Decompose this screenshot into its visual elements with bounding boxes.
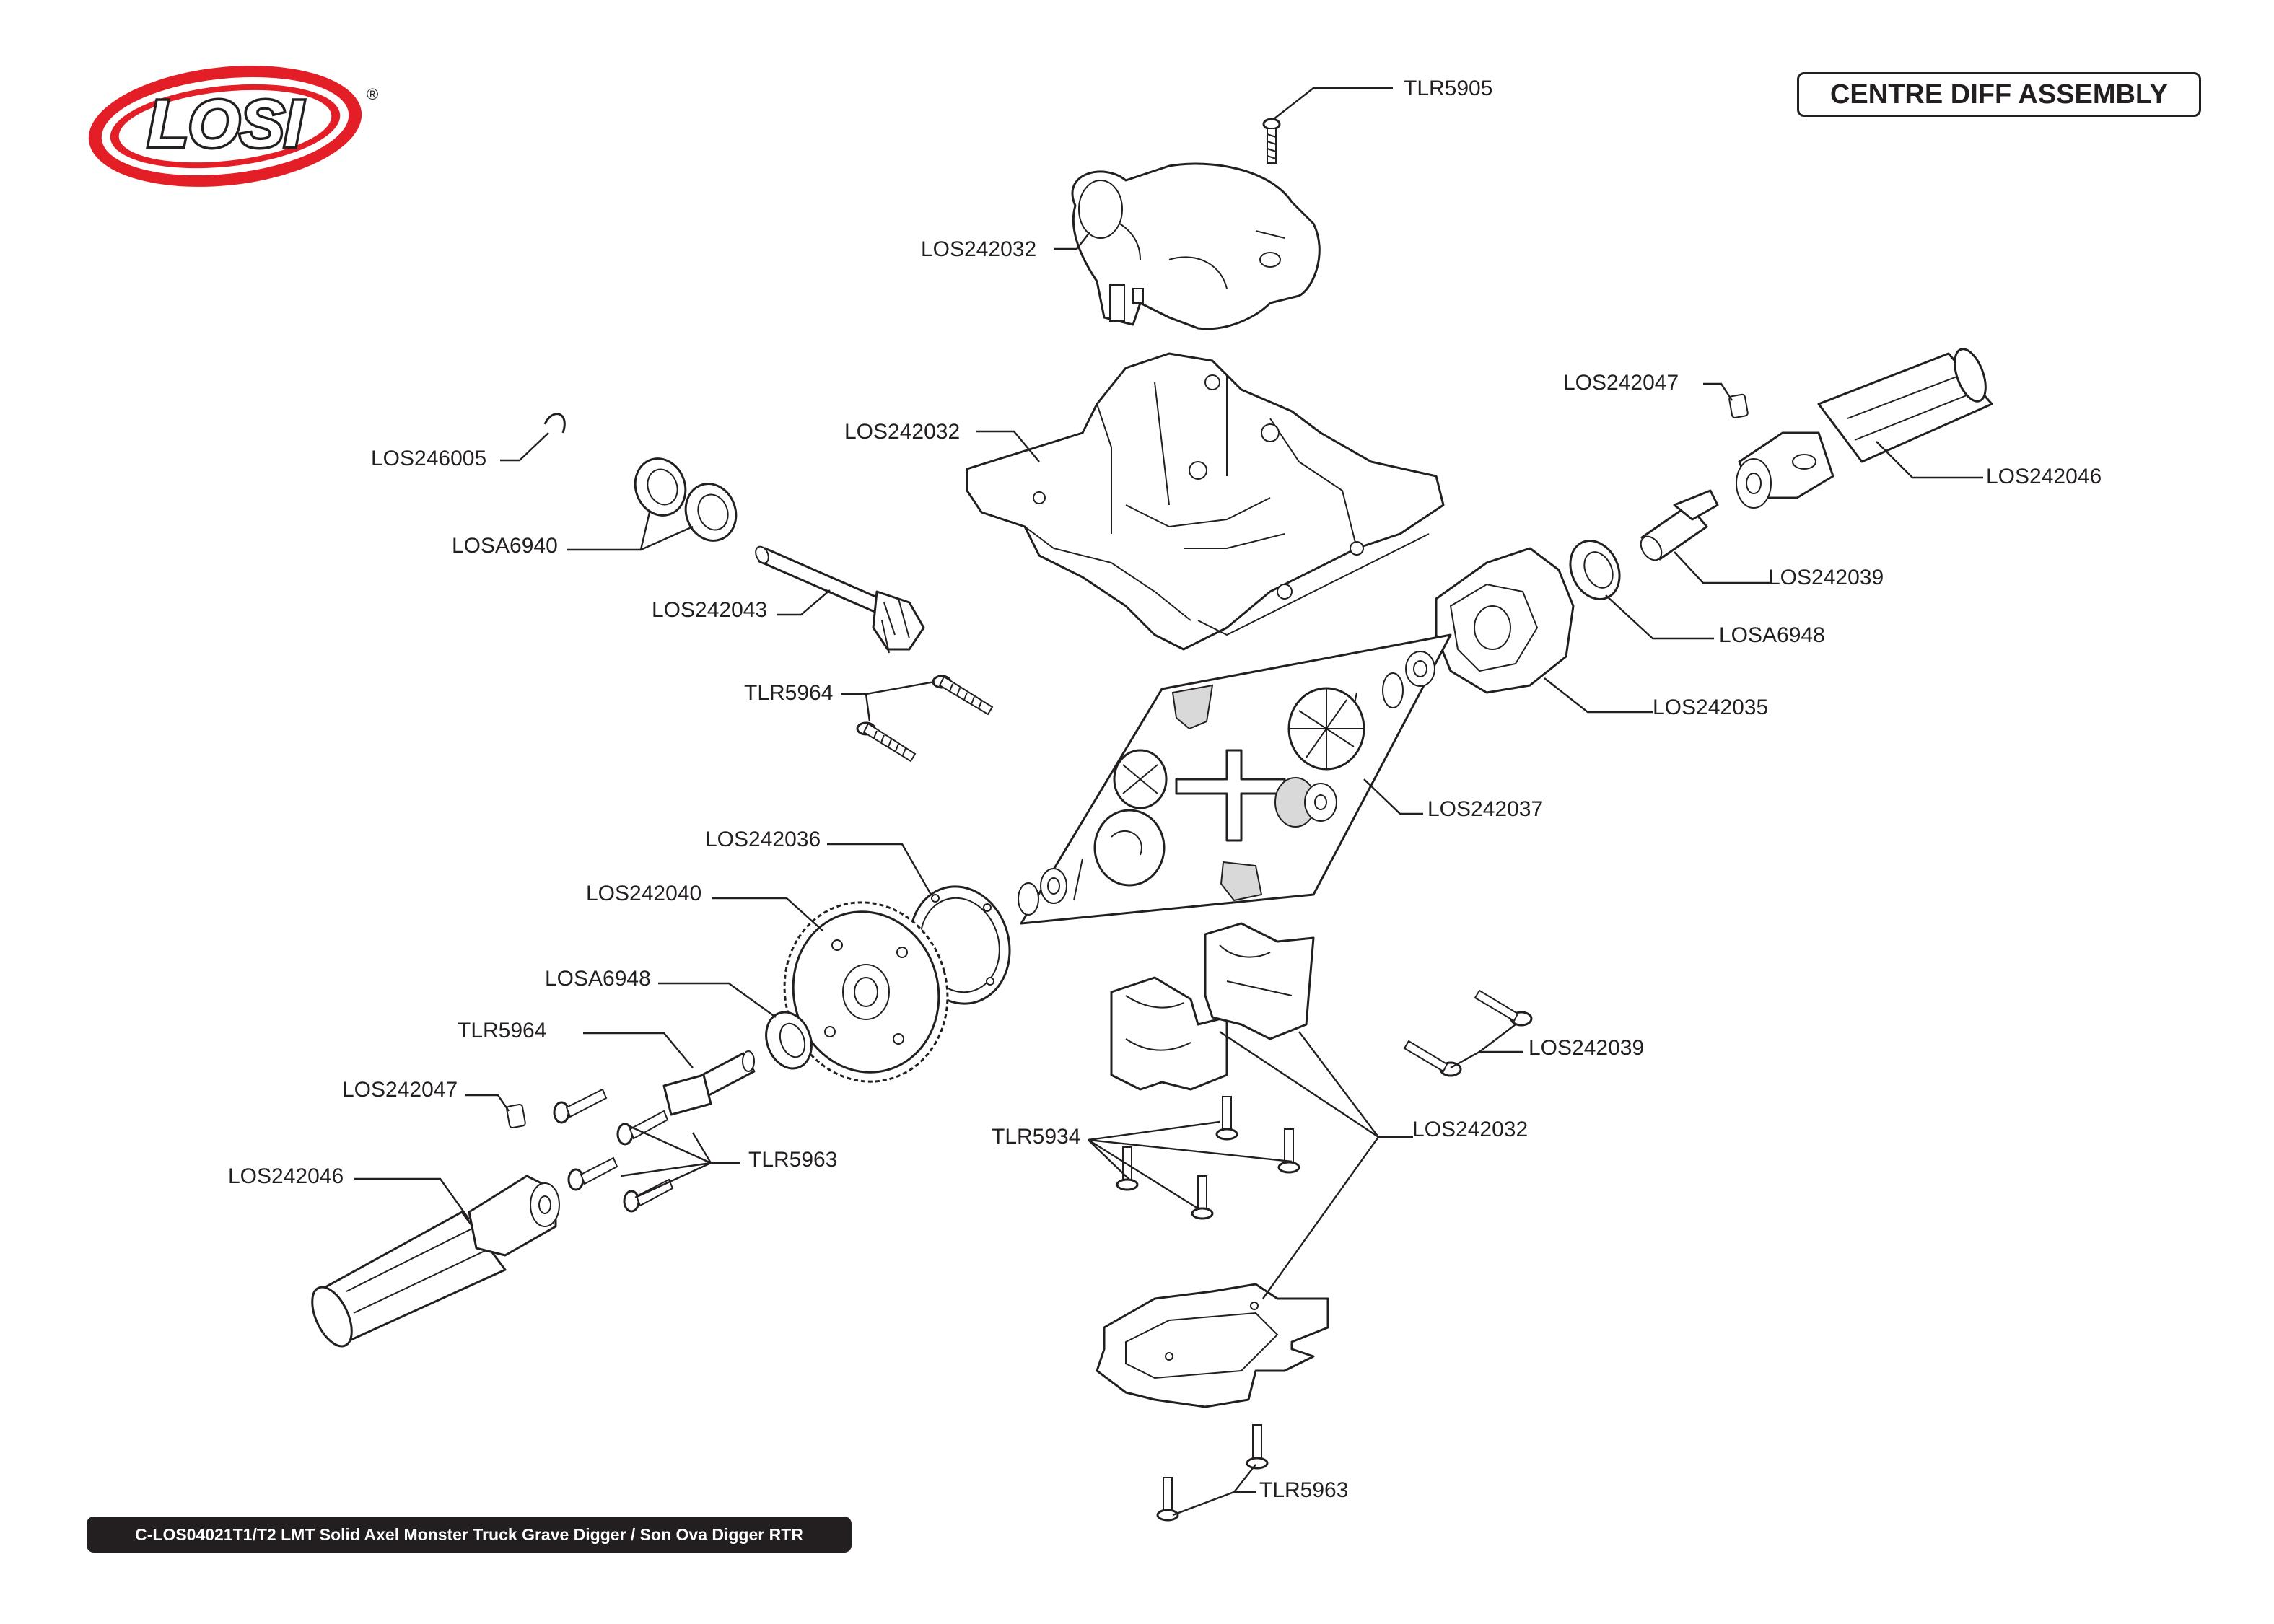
outdrive-los242039-right [1640,489,1719,561]
callout-label: TLR5963 [748,1148,837,1172]
set-screw-los242047-left [506,1103,526,1129]
lower-mount-left [1110,976,1228,1091]
callout-labels: TLR5905 LOS242032 LOS242032 LOS242047 LO… [228,76,2102,1502]
callout-label: LOS242036 [705,828,821,851]
footer-product-name: C-LOS04021T1/T2 LMT Solid Axel Monster T… [87,1517,852,1553]
outdrive-los242039-left [662,1050,756,1116]
callout-label: TLR5964 [458,1019,546,1043]
driveshaft-los242046-left [311,1175,560,1348]
diff-case-los242035 [1435,547,1575,694]
callout-label: LOS242043 [652,598,767,622]
skid-plate-part [1096,1283,1329,1408]
callout-label: LOS242037 [1427,797,1543,821]
callout-label: LOS242039 [1529,1036,1644,1060]
section-title: CENTRE DIFF ASSEMBLY [1797,72,2201,117]
callout-label: LOSA6948 [1719,623,1825,647]
callout-label: LOSA6948 [545,967,651,991]
diff-internals-panel [1018,633,1452,925]
callout-label: LOS242039 [1768,566,1884,589]
callout-label: LOSA6940 [452,534,558,558]
callout-label: LOS242047 [1563,371,1679,395]
registered-mark: ® [367,85,378,103]
logo-text: LOSI [148,87,305,161]
pinion-shaft-los242043 [755,545,925,654]
lower-mount-right [1204,922,1315,1040]
callout-label: LOS242032 [921,237,1036,261]
callout-label: LOS242047 [342,1078,458,1102]
screws-tlr5963-left [553,1088,674,1213]
screws-tlr5963-bottom [1156,1424,1269,1522]
callout-label: LOS246005 [371,447,486,470]
diff-cover-part [1071,162,1321,330]
bearing-losa6948-left [765,1011,813,1070]
callout-label: LOS242032 [844,420,960,444]
callout-label: LOS242035 [1653,695,1768,719]
callout-label: LOS242040 [586,882,701,905]
driveshaft-los242046-right [1736,348,1993,509]
callout-label: TLR5934 [992,1125,1080,1149]
bearings-losa6940 [634,457,738,542]
callout-label: LOS242046 [1986,465,2102,488]
diff-housing-part [966,352,1445,651]
screws-tlr5964-right [1403,989,1533,1077]
callout-label: TLR5964 [744,681,833,705]
callout-label: TLR5905 [1404,76,1492,100]
callout-label: TLR5963 [1259,1478,1348,1502]
e-clip-los246005 [543,413,566,434]
callout-label: LOS242032 [1412,1118,1528,1141]
bearing-losa6948-right [1569,540,1621,600]
set-screw-los242047-right [1728,393,1749,418]
screws-tlr5964-upper [856,675,994,763]
screw-tlr5905 [1262,118,1281,164]
losi-logo: LOSI ® [88,66,378,187]
screws-tlr5934 [1116,1096,1300,1220]
leader-lines [354,87,1983,1517]
callout-label: LOS242046 [228,1164,344,1188]
